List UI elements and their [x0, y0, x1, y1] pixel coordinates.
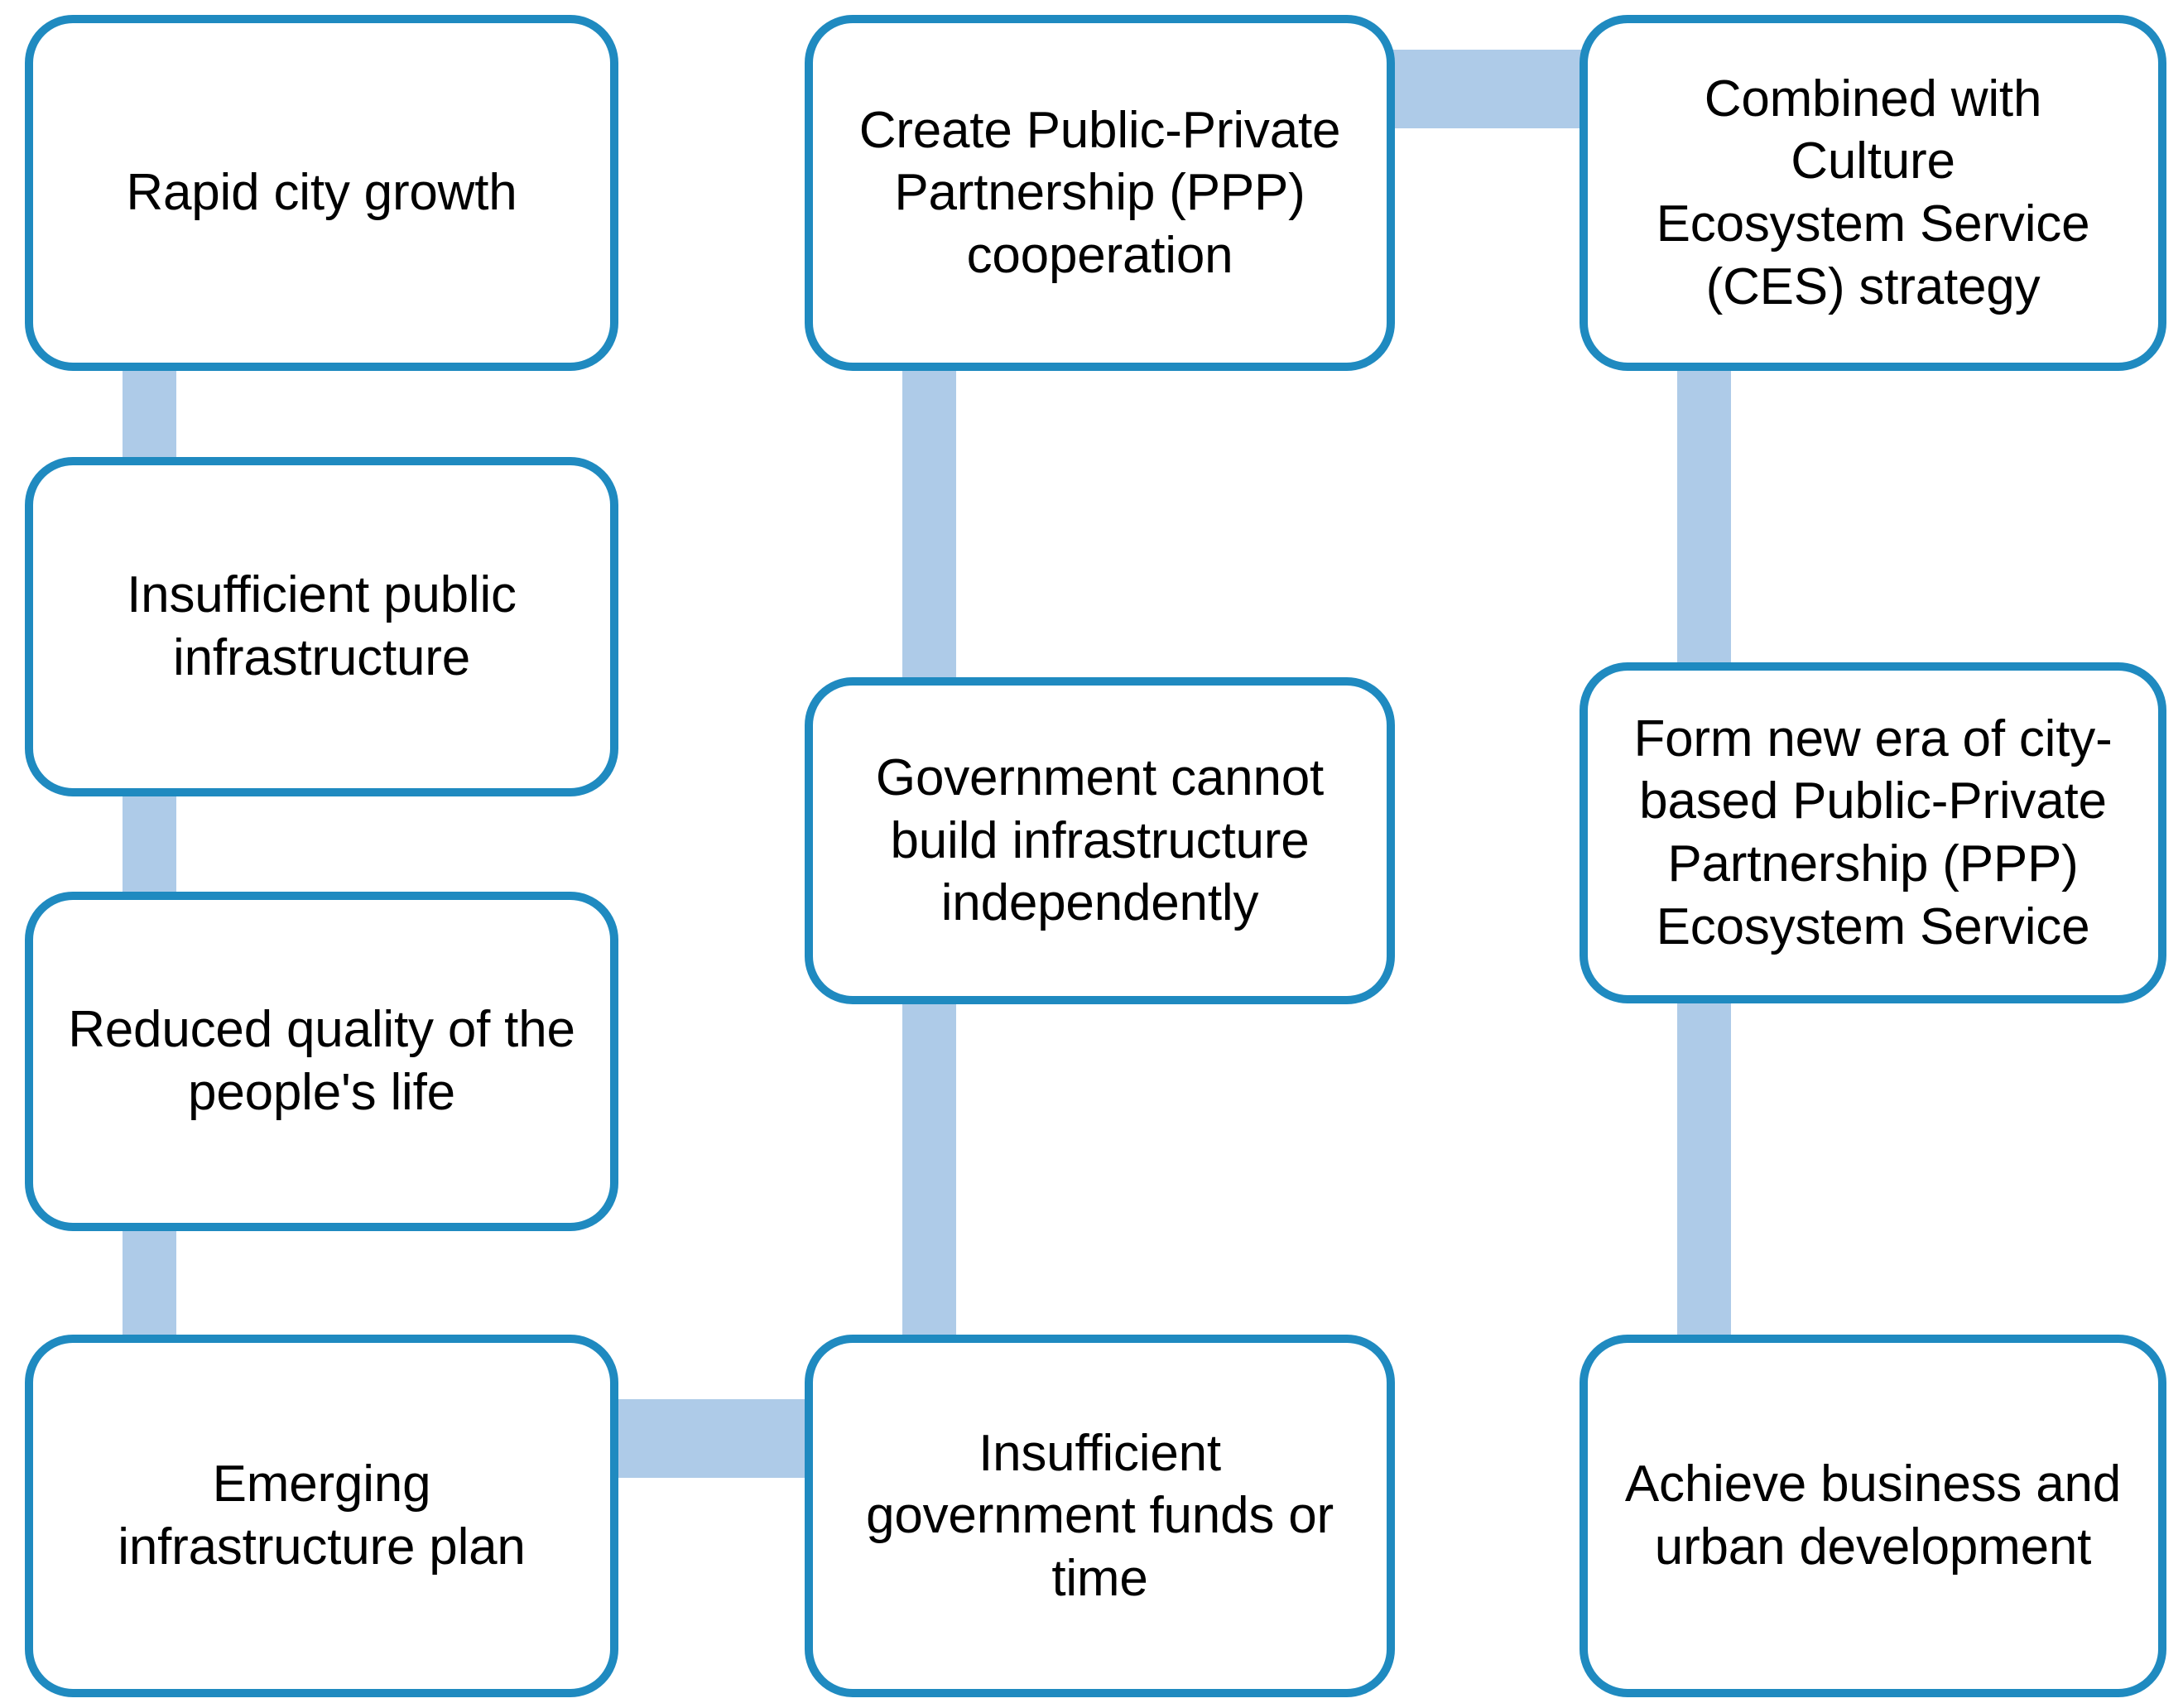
node-label: Emerging infrastructure plan — [118, 1455, 526, 1576]
node-label: Insufficient public infrastructure — [127, 566, 517, 686]
node-combined-with-ces-strategy[interactable]: Combined with Culture Ecosystem Service … — [1580, 15, 2166, 371]
node-create-ppp-cooperation[interactable]: Create Public-Private Partnership (PPP) … — [805, 15, 1395, 371]
node-rapid-city-growth[interactable]: Rapid city growth — [25, 15, 618, 371]
node-reduced-quality-of-life[interactable]: Reduced quality of the people's life — [25, 892, 618, 1231]
node-label: Achieve business and urban development — [1624, 1455, 2122, 1576]
node-label: Government cannot build infrastructure i… — [875, 749, 1325, 932]
node-label: Create Public-Private Partnership (PPP) … — [858, 101, 1341, 284]
connector-government-cannot-build-to-create-ppp — [902, 356, 956, 687]
node-emerging-infrastructure-plan[interactable]: Emerging infrastructure plan — [25, 1335, 618, 1697]
node-form-new-era-ppp-ecosystem-service[interactable]: Form new era of city- based Public-Priva… — [1580, 662, 2166, 1003]
node-achieve-business-urban-development[interactable]: Achieve business and urban development — [1580, 1335, 2166, 1697]
node-label: Reduced quality of the people's life — [68, 1001, 575, 1121]
node-label: Combined with Culture Ecosystem Service … — [1656, 70, 2090, 315]
connector-combined-ces-to-form-new-era — [1677, 356, 1731, 687]
connector-insufficient-funds-to-government-cannot-build — [902, 994, 956, 1350]
node-insufficient-public-infrastructure[interactable]: Insufficient public infrastructure — [25, 457, 618, 796]
connector-insufficient-infrastructure-to-reduced-quality — [123, 782, 176, 907]
connector-create-ppp-to-combined-ces — [1381, 50, 1593, 128]
node-insufficient-government-funds-or-time[interactable]: Insufficient government funds or time — [805, 1335, 1395, 1697]
node-label: Rapid city growth — [126, 164, 517, 222]
connector-form-new-era-to-achieve-business — [1677, 981, 1731, 1350]
node-label: Form new era of city- based Public-Priva… — [1633, 710, 2113, 955]
connector-emerging-plan-to-insufficient-funds — [604, 1399, 820, 1478]
node-label: Insufficient government funds or time — [866, 1424, 1334, 1607]
node-government-cannot-build-infrastructure[interactable]: Government cannot build infrastructure i… — [805, 677, 1395, 1004]
connector-rapid-growth-to-insufficient-infrastructure — [123, 356, 176, 472]
connector-reduced-quality-to-emerging-plan — [123, 1217, 176, 1350]
